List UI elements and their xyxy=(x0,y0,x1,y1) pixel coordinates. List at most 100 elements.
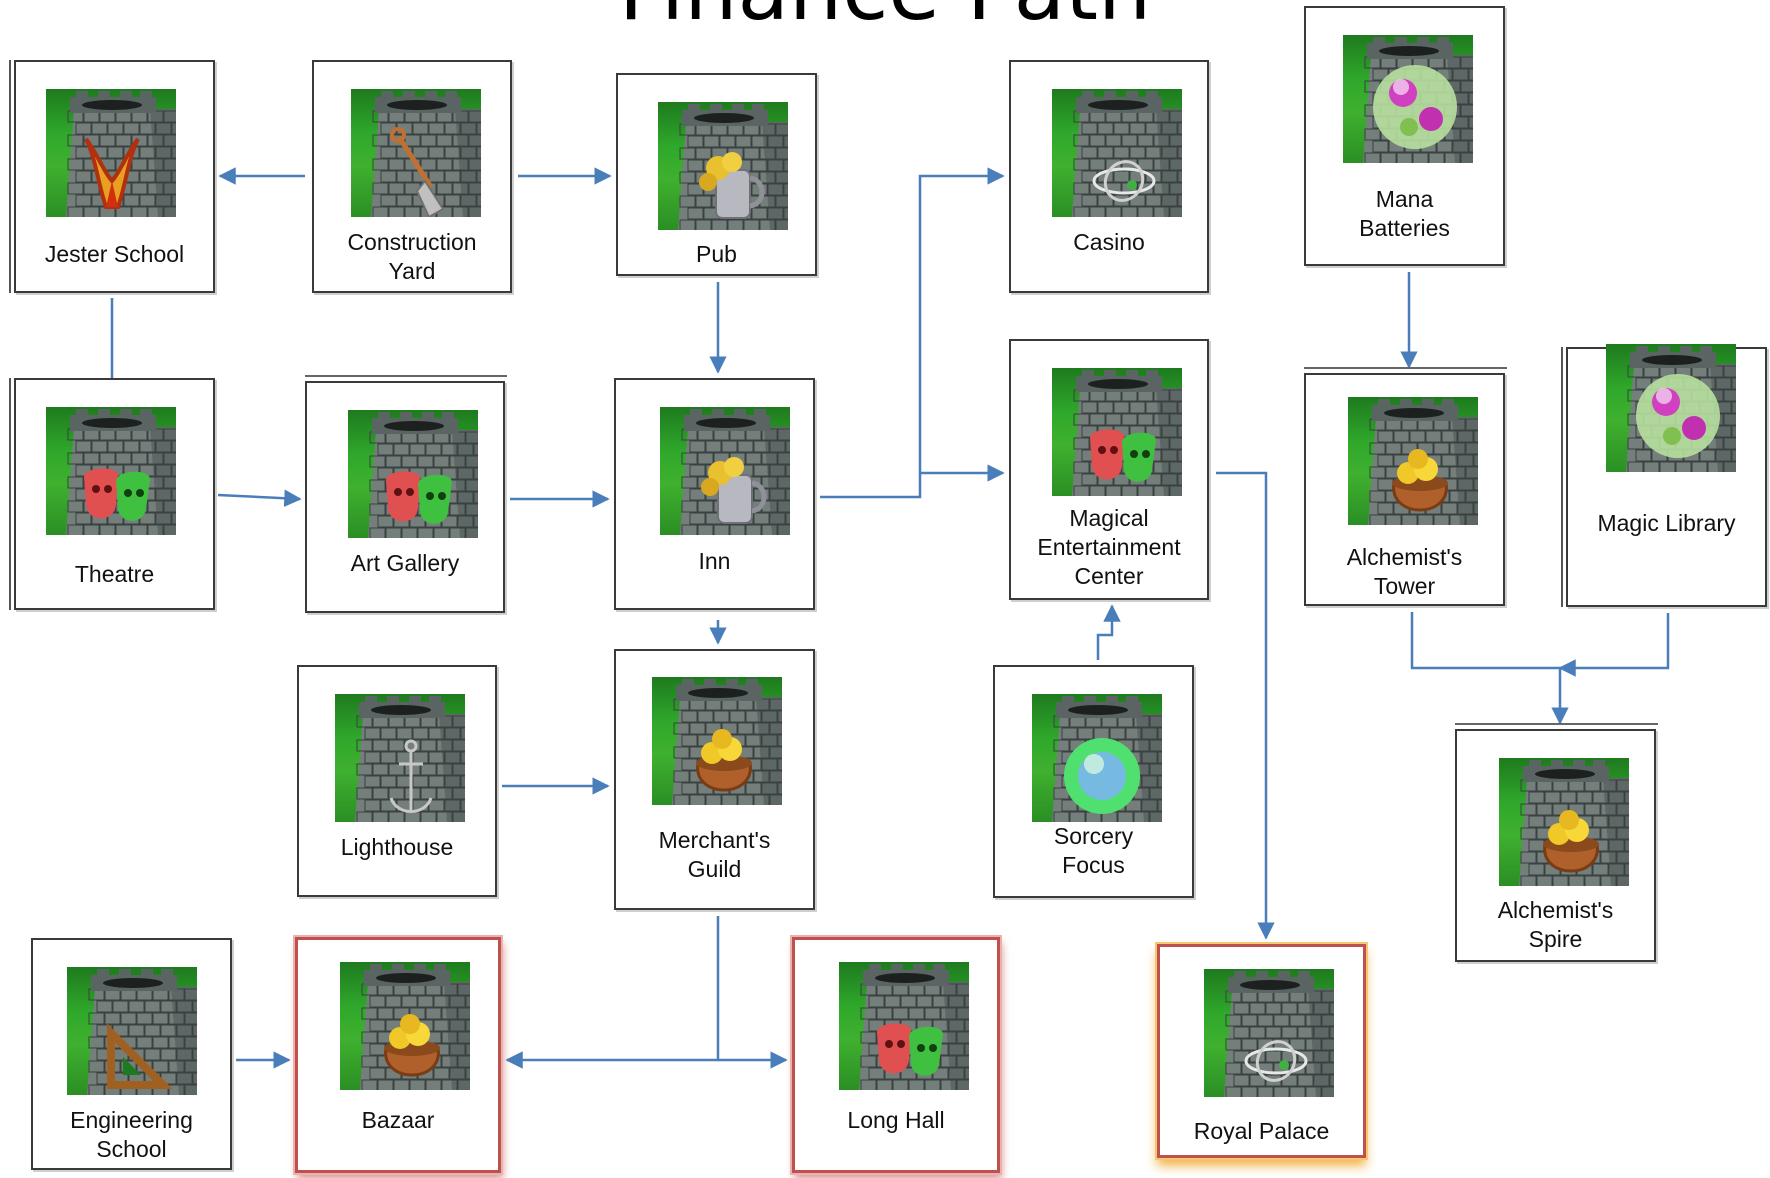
engineering-school-thumbnail xyxy=(67,967,197,1095)
tower-icon xyxy=(1072,370,1182,496)
building-label: Magical Entertainment Center xyxy=(1037,505,1181,589)
building-label: Mana Batteries xyxy=(1359,186,1450,241)
gold-pot-icon xyxy=(1543,810,1599,873)
arrow-theatre-to-art-gallery xyxy=(217,489,302,507)
green-orb-icon xyxy=(1064,738,1140,814)
building-card-construction-yard[interactable]: Construction Yard xyxy=(312,60,512,293)
building-card-magic-library[interactable]: Magic Library xyxy=(1561,344,1767,607)
sorcery-focus-thumbnail xyxy=(1032,694,1162,822)
building-card-alchemists-spire[interactable]: Alchemist's Spire xyxy=(1455,723,1658,962)
tower-icon xyxy=(678,104,788,230)
building-card-lighthouse[interactable]: Lighthouse xyxy=(297,665,497,897)
building-card-bazaar[interactable]: Bazaar xyxy=(295,937,501,1173)
building-card-magical-entertainment-center[interactable]: Magical Entertainment Center xyxy=(1009,339,1209,600)
building-card-jester-school[interactable]: Jester School xyxy=(9,60,215,293)
building-card-art-gallery[interactable]: Art Gallery xyxy=(305,375,507,613)
tower-icon xyxy=(1224,971,1334,1097)
building-label: Casino xyxy=(1073,229,1145,255)
page-title: Finance Path xyxy=(0,0,1770,32)
shovel-icon xyxy=(390,127,445,217)
building-label: Merchant's Guild xyxy=(658,827,771,882)
building-card-royal-palace[interactable]: Royal Palace xyxy=(1157,944,1366,1158)
arrow-sorcery-focus-to-magical-entertainment-center xyxy=(1096,604,1121,660)
jester-hat-icon xyxy=(84,137,140,209)
ring-icon xyxy=(1244,1040,1308,1082)
building-label: Theatre xyxy=(74,561,155,587)
building-label: Alchemist's Tower xyxy=(1346,544,1463,599)
gold-pot-icon xyxy=(696,729,752,792)
theatre-masks-icon xyxy=(84,468,150,521)
pub-thumbnail xyxy=(658,102,788,230)
building-card-mana-batteries[interactable]: Mana Batteries xyxy=(1304,6,1505,266)
tower-icon xyxy=(672,679,782,805)
arrow-alchemists-tower-to-alchemists-spire xyxy=(1410,612,1569,725)
building-card-casino[interactable]: Casino xyxy=(1009,60,1209,293)
jester-school-thumbnail xyxy=(46,89,176,217)
building-label: Jester School xyxy=(44,241,185,267)
building-label: Long Hall xyxy=(847,1107,945,1133)
tower-icon xyxy=(1072,91,1182,217)
mana-orb-icon xyxy=(1636,374,1720,458)
long-hall-thumbnail xyxy=(839,962,969,1090)
arrow-magical-entertainment-center-to-royal-palace xyxy=(1216,471,1275,940)
tower-icon xyxy=(680,409,790,535)
building-card-alchemists-tower[interactable]: Alchemist's Tower xyxy=(1304,367,1507,606)
tower-icon xyxy=(1363,37,1473,163)
alchemists-tower-thumbnail xyxy=(1348,397,1478,525)
building-card-long-hall[interactable]: Long Hall xyxy=(792,937,1000,1173)
anchor-icon xyxy=(389,739,433,813)
building-card-merchants-guild[interactable]: Merchant's Guild xyxy=(614,649,815,910)
building-label: Lighthouse xyxy=(340,834,454,860)
arrow-merchants-guild-to-bazaar xyxy=(505,916,720,1069)
tower-icon xyxy=(1626,346,1736,472)
building-label: Royal Palace xyxy=(1193,1118,1330,1144)
gold-pot-icon xyxy=(384,1014,440,1077)
theatre-masks-icon xyxy=(877,1023,943,1076)
construction-yard-thumbnail xyxy=(351,89,481,217)
lighthouse-thumbnail xyxy=(335,694,465,822)
building-label: Sorcery Focus xyxy=(1053,823,1134,878)
tankard-icon xyxy=(699,152,765,219)
tower-icon xyxy=(1052,696,1162,822)
tower-icon xyxy=(1368,399,1478,525)
building-label: Engineering School xyxy=(70,1107,193,1162)
gold-pot-icon xyxy=(1392,449,1448,512)
mana-orb-icon xyxy=(1373,65,1457,149)
tankard-icon xyxy=(701,457,767,524)
tower-icon xyxy=(859,964,969,1090)
magic-library-thumbnail xyxy=(1606,344,1736,472)
casino-thumbnail xyxy=(1052,89,1182,217)
tower-icon xyxy=(355,696,465,822)
building-label: Alchemist's Spire xyxy=(1497,897,1614,952)
theatre-masks-icon xyxy=(1090,429,1156,482)
ring-icon xyxy=(1092,160,1156,202)
building-card-pub[interactable]: Pub xyxy=(616,73,817,276)
building-card-theatre[interactable]: Theatre xyxy=(9,378,215,610)
building-label: Bazaar xyxy=(361,1107,435,1133)
theatre-masks-icon xyxy=(386,471,452,524)
inn-thumbnail xyxy=(660,407,790,535)
set-square-icon xyxy=(107,1023,173,1089)
royal-palace-thumbnail xyxy=(1204,969,1334,1097)
alchemists-spire-thumbnail xyxy=(1499,758,1629,886)
building-card-inn[interactable]: Inn xyxy=(614,378,815,610)
tower-icon xyxy=(87,969,197,1095)
art-gallery-thumbnail xyxy=(348,410,478,538)
tower-icon xyxy=(360,964,470,1090)
tower-icon xyxy=(371,91,481,217)
tower-icon xyxy=(66,409,176,535)
arrow-inn-to-casino xyxy=(820,167,1005,499)
building-card-sorcery-focus[interactable]: Sorcery Focus xyxy=(993,665,1194,898)
building-label: Inn xyxy=(698,548,731,574)
theatre-thumbnail xyxy=(46,407,176,535)
building-label: Pub xyxy=(696,241,737,267)
building-card-engineering-school[interactable]: Engineering School xyxy=(31,938,232,1170)
tower-icon xyxy=(66,91,176,217)
mana-batteries-thumbnail xyxy=(1343,35,1473,163)
tower-icon xyxy=(1519,760,1629,886)
building-label: Art Gallery xyxy=(350,550,460,576)
merchants-guild-thumbnail xyxy=(652,677,782,805)
magical-entertainment-center-thumbnail xyxy=(1052,368,1182,496)
bazaar-thumbnail xyxy=(340,962,470,1090)
